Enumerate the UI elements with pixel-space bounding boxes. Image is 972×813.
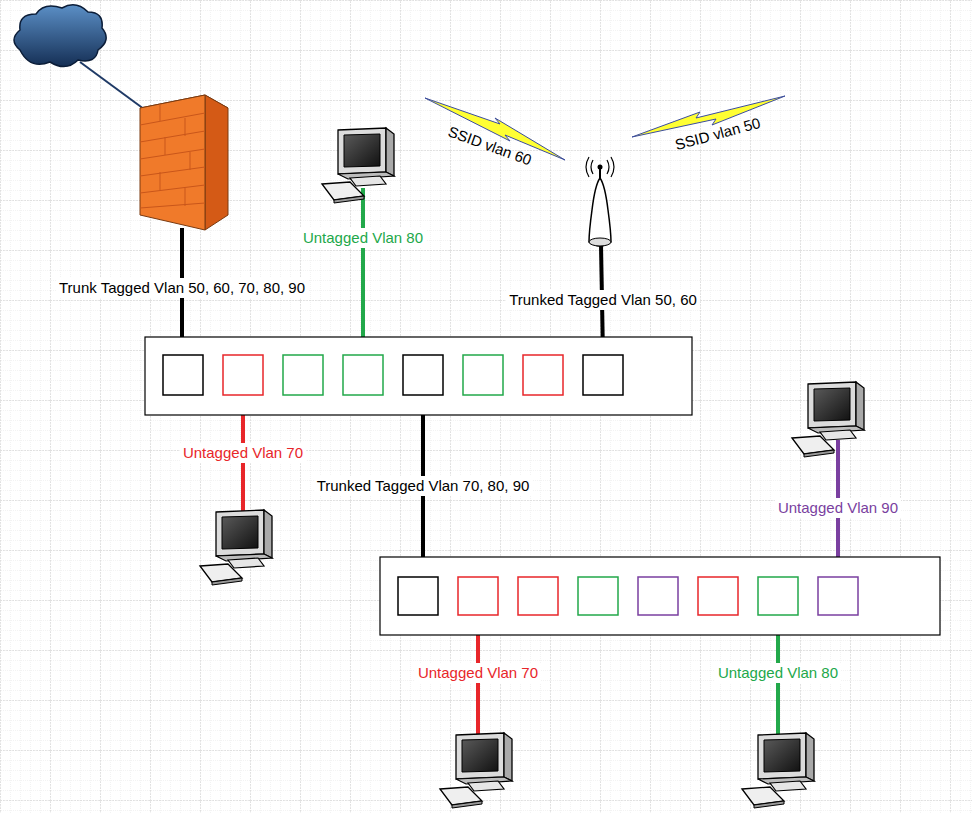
graphic-part (463, 355, 503, 395)
pc-icon (200, 510, 272, 585)
vlan-label: Untagged Vlan 90 (775, 498, 901, 518)
graphic-part (140, 167, 205, 176)
cloud-symbol (14, 5, 106, 67)
graphic-part (160, 172, 161, 190)
graphic-part (583, 355, 623, 395)
graphic-part (598, 165, 603, 170)
graphic-part (818, 577, 858, 615)
vlan80-wire (361, 188, 365, 355)
graphic-part (165, 137, 166, 155)
graphic-part (205, 95, 228, 230)
vlan-label: Untagged Vlan 70 (180, 443, 306, 463)
graphic-part (185, 188, 186, 206)
vlan-label: Untagged Vlan 80 (300, 228, 426, 248)
switch-body (145, 337, 692, 415)
trunk-label: Trunked Tagged Vlan 70, 80, 90 (314, 476, 533, 496)
pc-icon (742, 733, 814, 808)
graphic-part (758, 577, 798, 615)
graphic-part (140, 149, 205, 159)
graphic-part (589, 238, 611, 246)
pc-icon (792, 382, 864, 457)
graphic-part (190, 152, 191, 170)
graphic-part (403, 355, 443, 395)
graphic-part (223, 355, 263, 395)
graphic-part (578, 577, 618, 615)
firewall-symbol (140, 95, 228, 230)
switch-ports (398, 577, 858, 615)
graphic-part (283, 355, 323, 395)
graphic-part (398, 577, 438, 615)
graphic-part (698, 577, 738, 615)
graphic-part (140, 131, 205, 142)
graphic-part (185, 118, 186, 136)
graphic-part (638, 577, 678, 615)
pc-icon (440, 733, 512, 808)
graphic-part (140, 95, 205, 230)
switch-ports (163, 355, 623, 395)
graphic-part (160, 104, 161, 121)
graphic-part (586, 157, 614, 177)
graphic-part (589, 178, 611, 246)
pc-icon (322, 128, 394, 203)
access-point-symbol (586, 157, 614, 246)
switch-body (380, 557, 940, 635)
vlan-label: Untagged Vlan 70 (415, 663, 541, 683)
graphic-part (163, 355, 203, 395)
internet-link (80, 62, 148, 112)
graphic-part (140, 203, 205, 208)
vlan-label: Untagged Vlan 80 (715, 663, 841, 683)
graphic-part (140, 113, 205, 125)
graphic-part (523, 355, 563, 395)
trunk-label: Trunked Tagged Vlan 50, 60 (506, 290, 700, 310)
graphic-part (140, 185, 205, 193)
graphic-part (140, 104, 205, 208)
graphic-part (343, 355, 383, 395)
graphic-part (458, 577, 498, 615)
graphic-part (518, 577, 558, 615)
trunk-label: Trunk Tagged Vlan 50, 60, 70, 80, 90 (56, 278, 308, 298)
